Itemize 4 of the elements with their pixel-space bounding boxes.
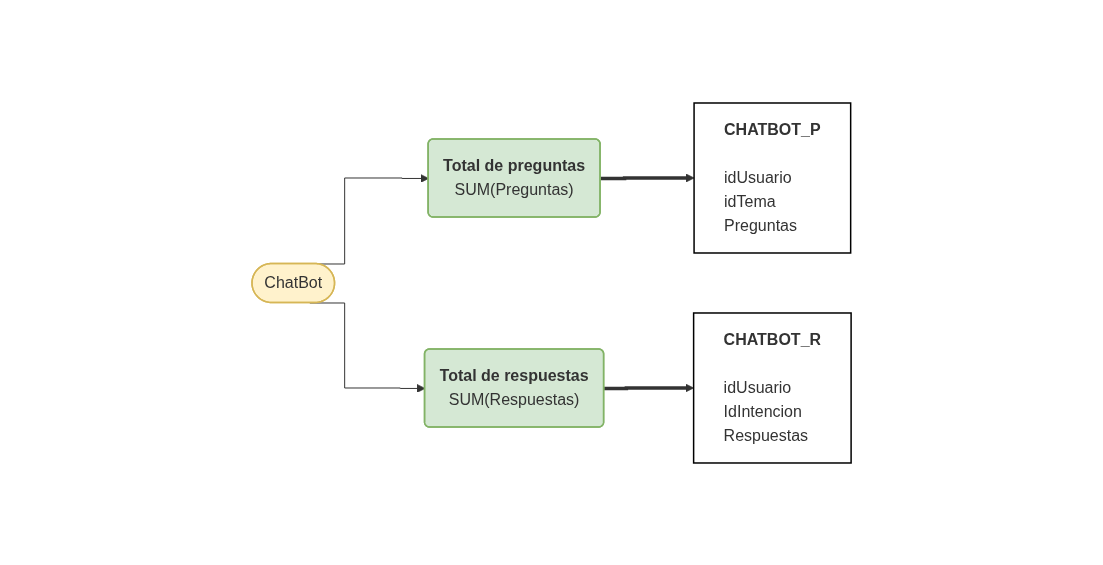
arrow xyxy=(600,173,695,182)
arrow xyxy=(604,383,694,392)
node-box: CHATBOT_R idUsuario IdIntencion Respuestas xyxy=(692,311,852,464)
node-box: CHATBOT_P idUsuario idTema Preguntas xyxy=(693,101,852,254)
